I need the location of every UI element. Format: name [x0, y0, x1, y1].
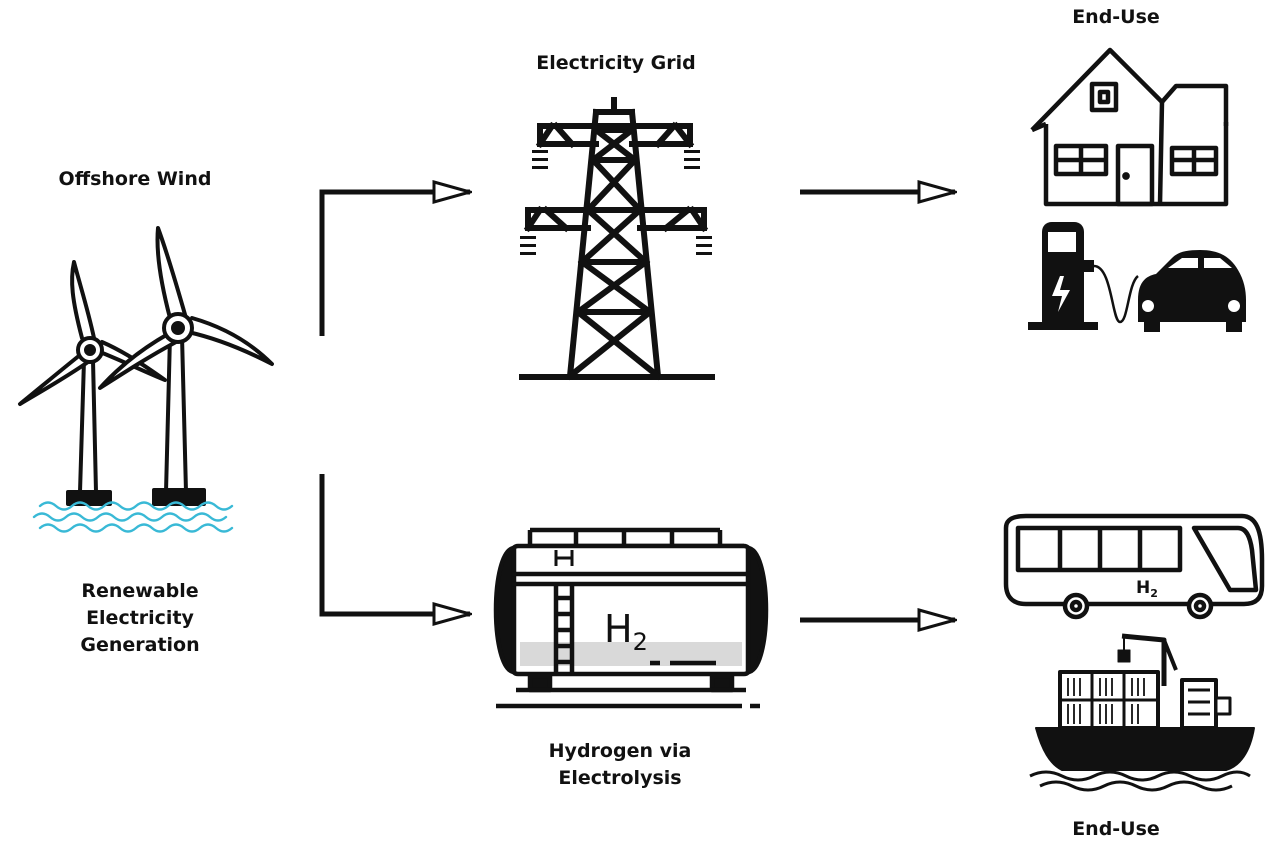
- renewable-generation-label: Renewable Electricity Generation: [50, 578, 230, 659]
- offshore-wind-label: Offshore Wind: [58, 168, 212, 190]
- renewable-generation-line-1: Renewable: [81, 580, 199, 602]
- ev-charger-icon: [1028, 222, 1098, 330]
- water-waves-icon: [32, 501, 234, 533]
- end-use-top-label: End-Use: [1072, 6, 1160, 28]
- hydrogen-line-2: Electrolysis: [558, 767, 682, 789]
- arrow-wind-to-grid: [319, 192, 470, 336]
- bus-h2-formula: H2: [1136, 578, 1158, 600]
- hydrogen-tank-icon: [493, 527, 769, 709]
- renewable-generation-line-3: Generation: [80, 634, 200, 656]
- tank-h2-formula: H2: [604, 607, 648, 656]
- wind-turbine-right-icon: [98, 226, 274, 506]
- wind-turbines-icon: [18, 226, 274, 506]
- hydrogen-label: Hydrogen via Electrolysis: [520, 738, 720, 792]
- electricity-grid-label: Electricity Grid: [536, 52, 696, 74]
- insulators-icon: [520, 150, 712, 255]
- hydrogen-line-1: Hydrogen via: [548, 740, 692, 762]
- power-pylon-icon: [519, 97, 715, 381]
- ev-cable-icon: [1093, 264, 1139, 324]
- wind-turbine-left-icon: [18, 260, 167, 506]
- arrow-wind-to-hydrogen: [319, 474, 470, 614]
- renewable-generation-line-2: Electricity: [86, 607, 194, 629]
- electric-car-icon: [1138, 250, 1246, 332]
- bus-icon: [1003, 513, 1265, 620]
- house-icon: [1030, 47, 1229, 207]
- end-use-bottom-label: End-Use: [1072, 818, 1160, 840]
- cargo-ship-icon: [1029, 633, 1255, 792]
- flow-arrows: [319, 192, 955, 620]
